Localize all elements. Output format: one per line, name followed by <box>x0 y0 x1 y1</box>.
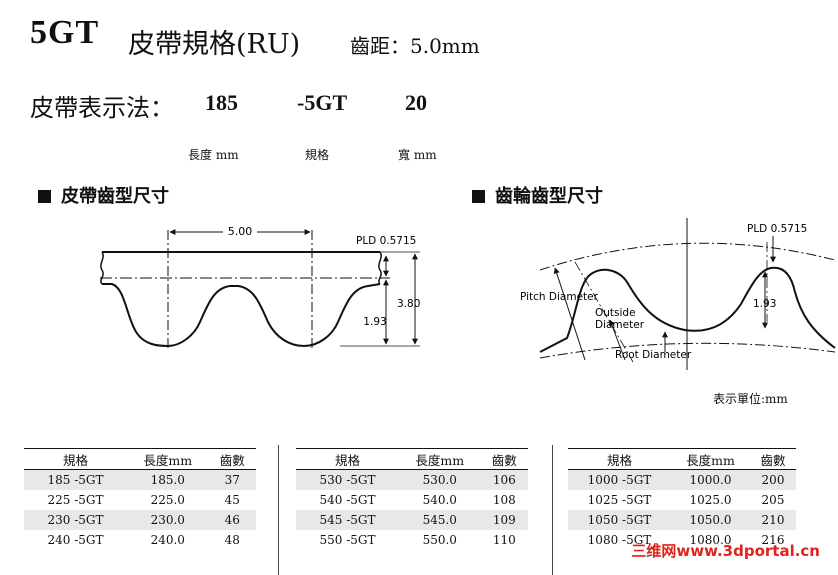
outside-diameter-label: Outside <box>595 307 636 319</box>
table-header-length: 長度mm <box>399 448 481 470</box>
table-header-teeth: 齒數 <box>208 448 256 470</box>
page-title: 皮帶規格(RU) <box>128 29 301 60</box>
table-row: 1000 -5GT 1000.0 200 <box>568 469 796 490</box>
pulley-pld-label: PLD 0.5715 <box>747 223 807 235</box>
pitch-diameter-label: Pitch Diameter <box>520 291 599 303</box>
belt-tooth-depth-label: 1.93 <box>363 316 386 328</box>
pitch-dimension-label: 5.00 <box>228 225 253 238</box>
table-row: 230 -5GT 230.0 46 <box>24 510 256 530</box>
pulley-section-heading: 齒輪齒型尺寸 <box>472 182 603 208</box>
table-cell: 108 <box>492 493 516 507</box>
table-header-spec: 規格 <box>568 448 671 470</box>
outside-diameter-label-2: Diameter <box>595 319 645 331</box>
column-divider <box>552 445 553 575</box>
notation-spec-caption: 規格 <box>305 148 330 162</box>
table-cell: 530.0 <box>422 473 457 487</box>
table-cell: 48 <box>224 533 240 547</box>
table-cell: 530 -5GT <box>319 473 376 487</box>
table-cell: 540.0 <box>422 493 457 507</box>
table-cell: 545 -5GT <box>319 513 376 527</box>
table-cell: 1000.0 <box>689 473 732 487</box>
notation-label: 皮帶表示法： <box>30 94 174 122</box>
table-cell: 205 <box>761 493 785 507</box>
table-row: 530 -5GT 530.0 106 <box>296 469 528 490</box>
table-row: 545 -5GT 545.0 109 <box>296 510 528 530</box>
table-cell: 106 <box>492 473 516 487</box>
table-cell: 230.0 <box>150 513 185 527</box>
table-cell: 550.0 <box>422 533 457 547</box>
table-header-length: 長度mm <box>127 448 209 470</box>
table-row: 550 -5GT 550.0 110 <box>296 530 528 550</box>
pitch-label: 齒距：5.0mm <box>350 34 480 58</box>
root-diameter-label: Root Diameter <box>615 349 692 361</box>
spec-table-1: 規格 長度mm 齒數 185 -5GT 185.0 37 225 -5GT 225.0… <box>24 448 256 550</box>
table-cell: 185 -5GT <box>47 473 104 487</box>
table-row: 1050 -5GT 1050.0 210 <box>568 510 796 530</box>
table-cell: 1050.0 <box>689 513 732 527</box>
table-cell: 225 -5GT <box>47 493 104 507</box>
table-cell: 225.0 <box>150 493 185 507</box>
table-cell: 109 <box>492 513 516 527</box>
spec-table-2: 規格 長度mm 齒數 530 -5GT 530.0 106 540 -5GT 540.… <box>296 448 528 550</box>
table-cell: 200 <box>761 473 785 487</box>
belt-code-title: 5GT <box>30 14 100 51</box>
site-watermark: 三维网www.3dportal.cn <box>631 542 820 560</box>
table-cell: 1000 -5GT <box>587 473 652 487</box>
pulley-tooth-profile-diagram: PLD 0.5715 1.93 Pitch Diameter Outside D… <box>520 218 836 370</box>
table-row: 540 -5GT 540.0 108 <box>296 490 528 510</box>
table-row: 225 -5GT 225.0 45 <box>24 490 256 510</box>
notation-length-caption: 長度 mm <box>188 148 239 162</box>
column-divider <box>278 445 279 575</box>
table-header-length: 長度mm <box>671 448 750 470</box>
table-cell: 550 -5GT <box>319 533 376 547</box>
table-header-teeth: 齒數 <box>480 448 528 470</box>
table-cell: 1080.0 <box>689 533 732 547</box>
table-header-spec: 規格 <box>296 448 399 470</box>
table-cell: 240 -5GT <box>47 533 104 547</box>
table-row: 1025 -5GT 1025.0 205 <box>568 490 796 510</box>
belt-tooth-profile-diagram: 5.00 PLD 0.5715 3.80 1.93 <box>100 223 420 350</box>
pulley-tooth-height-label: 1.93 <box>753 298 776 310</box>
notation-width-caption: 寬 mm <box>398 148 437 162</box>
belt-height-dimension-label: 3.80 <box>397 298 420 310</box>
bullet-square-icon <box>38 190 51 203</box>
belt-section-heading: 皮帶齒型尺寸 <box>38 182 169 208</box>
notation-spec-value: -5GT <box>297 90 348 115</box>
table-cell: 1025.0 <box>689 493 732 507</box>
table-cell: 45 <box>224 493 240 507</box>
table-cell: 185.0 <box>150 473 185 487</box>
table-cell: 1050 -5GT <box>587 513 652 527</box>
table-cell: 46 <box>224 513 240 527</box>
table-cell: 210 <box>761 513 785 527</box>
notation-width-value: 20 <box>405 90 427 115</box>
table-cell: 216 <box>761 533 785 547</box>
notation-length-value: 185 <box>205 90 238 115</box>
table-cell: 110 <box>492 533 516 547</box>
table-row: 240 -5GT 240.0 48 <box>24 530 256 550</box>
belt-pld-label: PLD 0.5715 <box>356 235 416 247</box>
table-cell: 230 -5GT <box>47 513 104 527</box>
table-cell: 1080 -5GT <box>587 533 652 547</box>
table-cell: 1025 -5GT <box>587 493 652 507</box>
table-header-spec: 規格 <box>24 448 127 470</box>
table-cell: 37 <box>224 473 240 487</box>
table-cell: 240.0 <box>150 533 185 547</box>
table-row: 185 -5GT 185.0 37 <box>24 469 256 490</box>
table-row: 1080 -5GT 1080.0 216 <box>568 530 796 550</box>
table-header-teeth: 齒數 <box>750 448 796 470</box>
bullet-square-icon <box>472 190 485 203</box>
table-cell: 545.0 <box>422 513 457 527</box>
unit-note: 表示單位:mm <box>713 392 788 406</box>
table-cell: 540 -5GT <box>319 493 376 507</box>
